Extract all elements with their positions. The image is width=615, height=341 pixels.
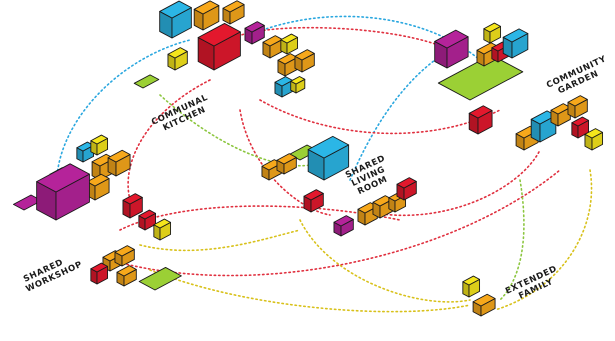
block-face-top: [294, 49, 315, 61]
block-face-top: [571, 116, 590, 127]
block-orange: [550, 103, 571, 127]
block-face-top: [277, 53, 298, 65]
label-shared-living-room: SHARED LIVING ROOM: [344, 152, 399, 199]
block-face-top: [290, 76, 306, 85]
block-face-top: [116, 265, 137, 277]
block-yellow: [153, 218, 172, 241]
block-yellow: [280, 33, 299, 55]
block-red: [197, 22, 241, 71]
block-face-top: [333, 215, 354, 227]
block-face-top: [472, 293, 496, 307]
block-face-top: [90, 262, 109, 273]
block-face-top: [584, 128, 604, 139]
block-face-top: [122, 193, 143, 205]
block-orange: [86, 173, 110, 201]
block-yellow: [584, 128, 604, 151]
label-community-garden: COMMUNITY GARDEN: [545, 53, 615, 100]
block-face-top: [307, 135, 350, 159]
block-yellow: [90, 134, 109, 156]
block-face-top: [222, 0, 245, 13]
block-face-top: [276, 153, 297, 165]
tile-magenta-3: [12, 194, 43, 211]
block-face-top: [244, 21, 265, 33]
path-living-family-yellow: [299, 219, 471, 303]
path-workshop-family-yellow: [149, 269, 471, 313]
block-face-top: [159, 0, 192, 19]
path-kitchen-workshop-red: [127, 79, 211, 201]
block-blue: [502, 28, 529, 59]
furniture-blocks: [12, 0, 604, 317]
block-red: [303, 189, 324, 213]
block-face-top: [90, 134, 109, 145]
block-yellow: [167, 47, 188, 71]
block-orange: [193, 0, 220, 31]
block-magenta: [244, 21, 265, 45]
path-kitchen-living-green: [159, 94, 311, 167]
block-face-top: [193, 0, 220, 15]
block-face-top: [396, 177, 417, 189]
block-face-top: [468, 105, 493, 119]
block-face-top: [274, 76, 294, 87]
block-orange: [107, 149, 131, 177]
block-face-top: [303, 189, 324, 201]
block-face-top: [153, 218, 172, 229]
block-orange: [222, 0, 245, 25]
block-face-top: [76, 141, 95, 152]
block-orange: [567, 95, 588, 119]
path-kitchen-garden-red: [259, 99, 501, 135]
block-blue: [274, 76, 294, 98]
block-face-top: [138, 209, 157, 220]
block-face-top: [114, 245, 135, 257]
block-red: [396, 177, 417, 201]
block-orange: [277, 53, 298, 77]
block-orange: [472, 293, 496, 317]
tile-green-0: [133, 74, 160, 89]
path-workshop-living-yellow: [139, 229, 301, 252]
block-magenta: [434, 29, 469, 69]
block-red: [468, 105, 493, 135]
label-extended-family: EXTENDED FAMILY: [504, 263, 566, 306]
block-face-top: [197, 22, 241, 47]
block-orange: [276, 153, 297, 175]
block-yellow: [462, 275, 481, 298]
block-face-top: [502, 28, 529, 43]
block-red: [138, 209, 157, 231]
block-magenta: [36, 163, 90, 221]
block-face-top: [262, 35, 283, 47]
block-magenta: [333, 215, 354, 237]
block-face-top: [462, 275, 481, 286]
path-kitchen-living-red: [239, 109, 331, 216]
block-face-top: [36, 163, 90, 193]
block-face-top: [280, 33, 299, 44]
tile-green-4: [138, 266, 182, 291]
path-living-garden-red: [359, 149, 541, 217]
block-orange: [116, 265, 137, 287]
block-face-top: [167, 47, 188, 59]
block-orange: [114, 245, 135, 267]
block-yellow: [483, 22, 502, 44]
block-face-top: [107, 149, 131, 163]
block-red: [90, 262, 109, 285]
path-garden-family-green: [499, 179, 525, 301]
block-orange: [262, 35, 283, 59]
block-face-top: [567, 95, 588, 107]
block-face-top: [483, 22, 502, 33]
path-living-garden-blue: [349, 39, 471, 181]
block-blue: [159, 0, 192, 39]
block-face-top: [434, 29, 469, 49]
block-yellow: [290, 76, 306, 94]
block-red: [122, 193, 143, 219]
label-communal-kitchen: COMMUNAL KITCHEN: [150, 91, 217, 136]
label-shared-workshop: SHARED WORKSHOP: [20, 251, 84, 295]
block-blue: [307, 135, 350, 181]
block-orange: [294, 49, 315, 73]
block-face-top: [550, 103, 571, 115]
block-face-top: [372, 195, 393, 207]
path-garden-family-yellow: [494, 169, 593, 311]
